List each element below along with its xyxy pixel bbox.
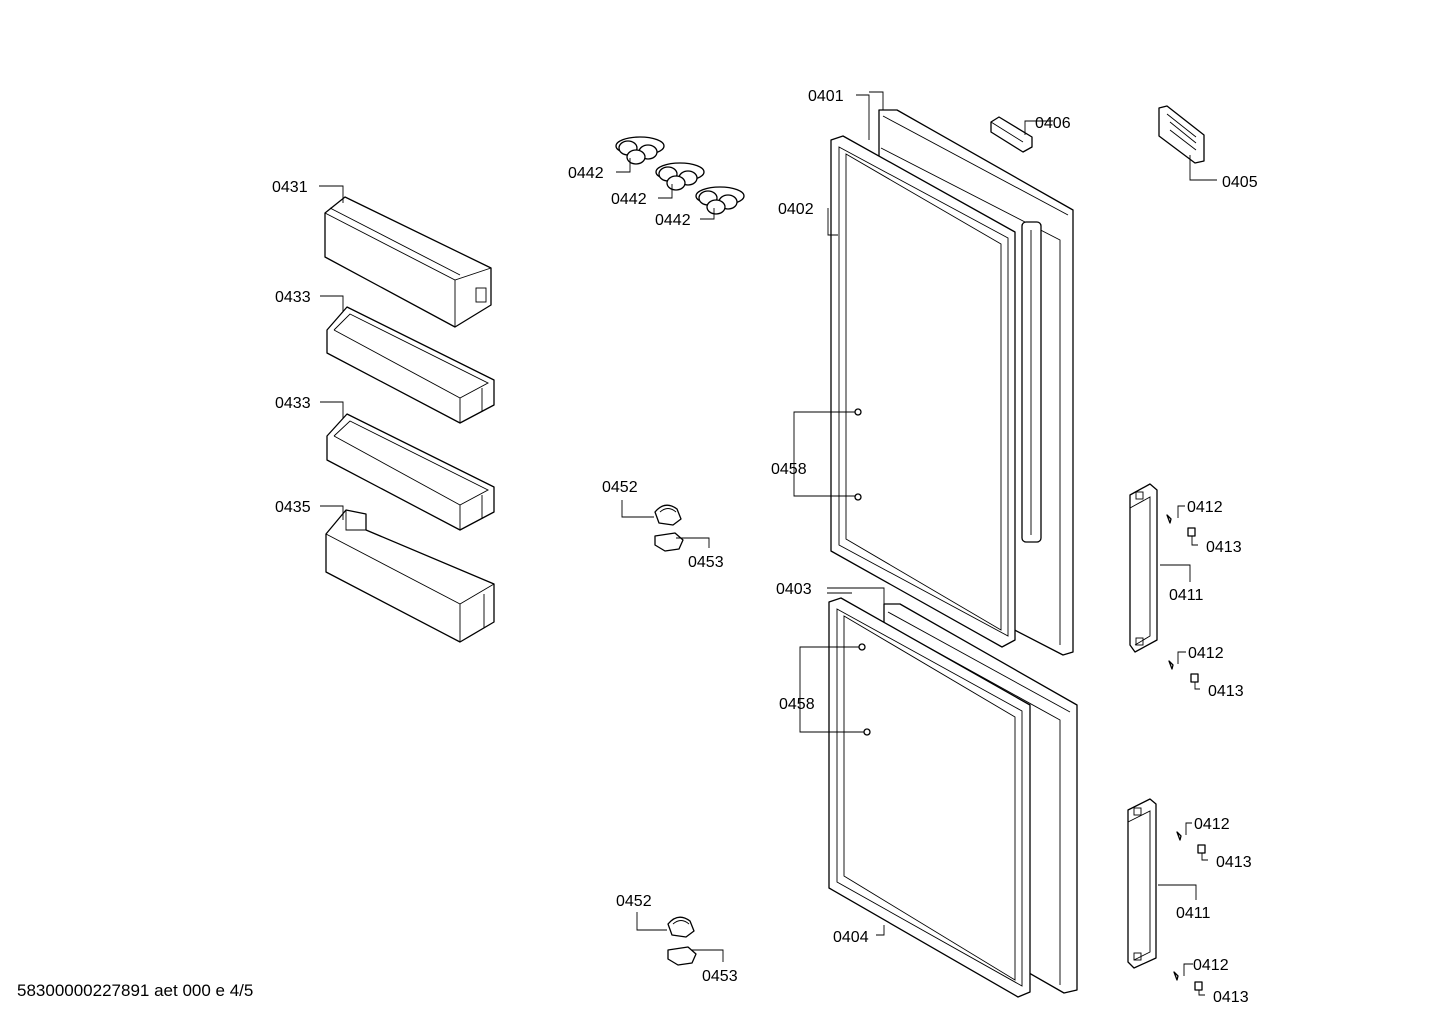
leader-lines xyxy=(319,91,1217,996)
cap-0413-b xyxy=(1190,673,1199,683)
control-module-0405 xyxy=(1158,105,1205,164)
door-gasket-0404 xyxy=(828,597,1031,998)
cap-0413-c xyxy=(1197,844,1206,854)
label-0433-lower: 0433 xyxy=(275,395,311,412)
label-0431: 0431 xyxy=(272,179,308,196)
label-0412-a: 0412 xyxy=(1187,499,1223,516)
screw-0458-a xyxy=(854,408,862,416)
label-0413-a: 0413 xyxy=(1206,539,1242,556)
label-0452-lower: 0452 xyxy=(616,893,652,910)
label-0433-upper: 0433 xyxy=(275,289,311,306)
label-0404: 0404 xyxy=(833,929,869,946)
label-0442-a: 0442 xyxy=(568,165,604,182)
hinge-cover-0453-lower xyxy=(667,946,697,966)
label-0412-d: 0412 xyxy=(1193,957,1229,974)
label-0413-b: 0413 xyxy=(1208,683,1244,700)
label-0406: 0406 xyxy=(1035,115,1071,132)
label-0458-upper: 0458 xyxy=(771,461,807,478)
hinge-cover-0453-upper xyxy=(654,532,684,552)
label-0412-c: 0412 xyxy=(1194,816,1230,833)
butter-compartment-0431 xyxy=(324,196,492,328)
label-0401: 0401 xyxy=(808,88,844,105)
screw-0412-b xyxy=(1168,660,1174,670)
cap-0413-a xyxy=(1187,527,1196,537)
egg-tray-0442-b xyxy=(655,162,705,191)
egg-tray-0442-a xyxy=(615,136,665,165)
label-0402: 0402 xyxy=(778,201,814,218)
label-0435: 0435 xyxy=(275,499,311,516)
label-0442-b: 0442 xyxy=(611,191,647,208)
door-handle-0411-lower xyxy=(1127,798,1157,969)
door-shelf-0433-lower xyxy=(326,413,495,531)
label-0411-lower: 0411 xyxy=(1176,905,1211,922)
bottle-shelf-0435 xyxy=(325,509,495,643)
label-0453-upper: 0453 xyxy=(688,554,724,571)
screw-0458-d xyxy=(863,728,871,736)
handle-cover-0406 xyxy=(990,116,1033,153)
label-0405: 0405 xyxy=(1222,174,1258,191)
label-0412-b: 0412 xyxy=(1188,645,1224,662)
door-handle-0411-upper xyxy=(1129,483,1158,653)
screw-0412-c xyxy=(1176,831,1182,841)
screw-0412-d xyxy=(1173,971,1179,981)
screw-0412-a xyxy=(1166,514,1172,524)
hinge-part-0452-upper xyxy=(654,504,682,526)
label-0442-c: 0442 xyxy=(655,212,691,229)
screw-0458-b xyxy=(854,493,862,501)
label-0458-lower: 0458 xyxy=(779,696,815,713)
label-0413-d: 0413 xyxy=(1213,989,1249,1006)
label-0452-upper: 0452 xyxy=(602,479,638,496)
hinge-part-0452-lower xyxy=(667,916,695,938)
label-0413-c: 0413 xyxy=(1216,854,1252,871)
label-0411-upper: 0411 xyxy=(1169,587,1204,604)
egg-tray-0442-c xyxy=(695,186,745,215)
screw-0458-c xyxy=(858,643,866,651)
door-shelf-0433-upper xyxy=(326,306,495,424)
label-0453-lower: 0453 xyxy=(702,968,738,985)
cap-0413-d xyxy=(1194,981,1203,991)
document-footer-code: 58300000227891 aet 000 e 4/5 xyxy=(17,981,254,1000)
label-0403: 0403 xyxy=(776,581,812,598)
